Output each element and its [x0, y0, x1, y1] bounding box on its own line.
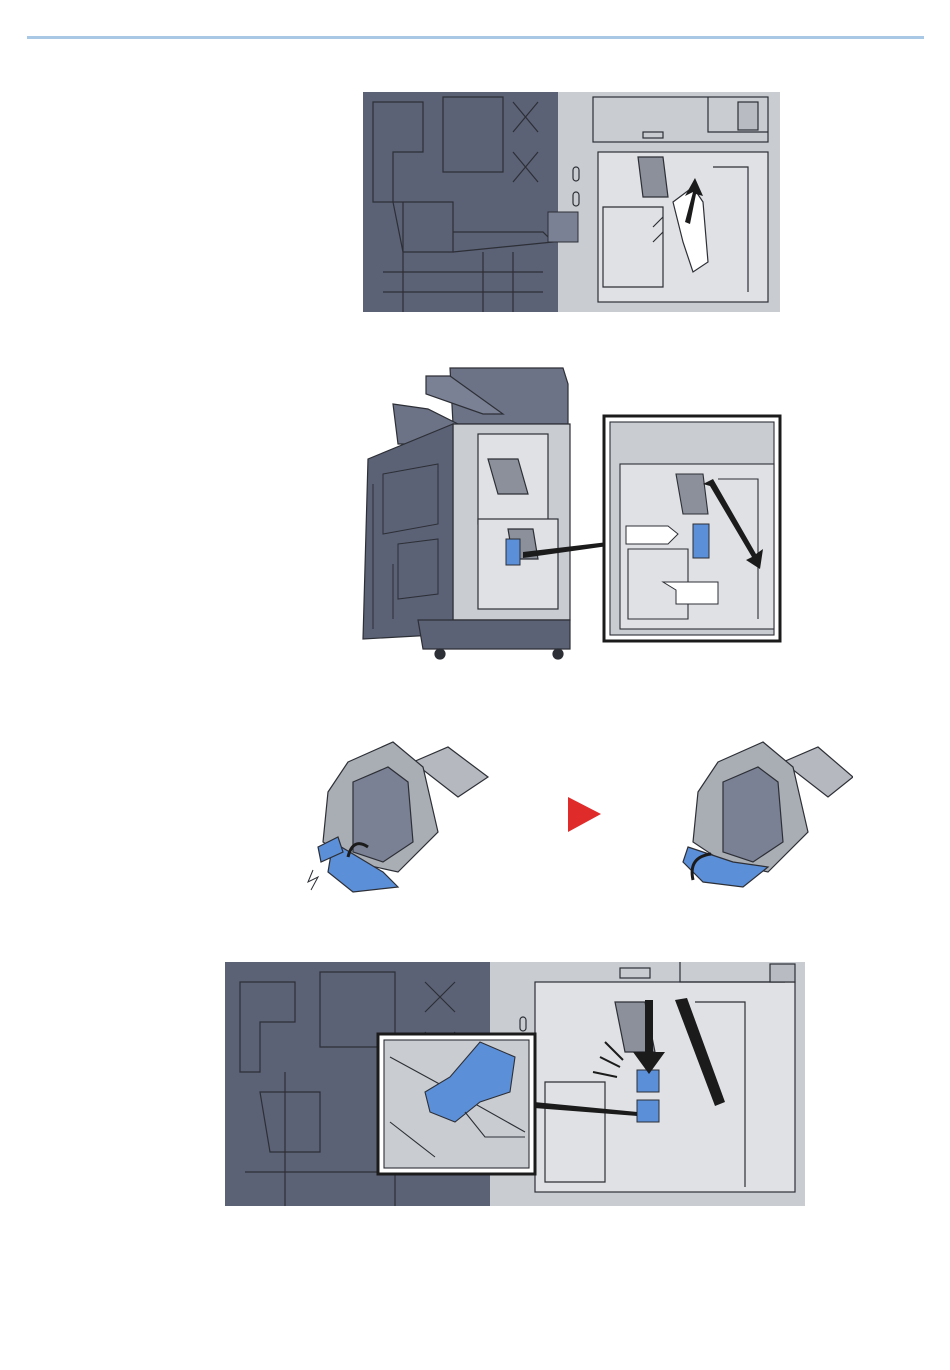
figure-remove-jammed-paper — [363, 92, 780, 312]
header-rule — [27, 36, 924, 39]
cartridge-before — [318, 742, 488, 892]
figure-reinsert-cartridge — [225, 962, 805, 1206]
figure-open-staple-unit — [358, 364, 784, 664]
next-step-arrow-icon — [568, 797, 601, 832]
figure-staple-cartridge-release — [293, 722, 853, 902]
cartridge-after — [683, 742, 853, 887]
